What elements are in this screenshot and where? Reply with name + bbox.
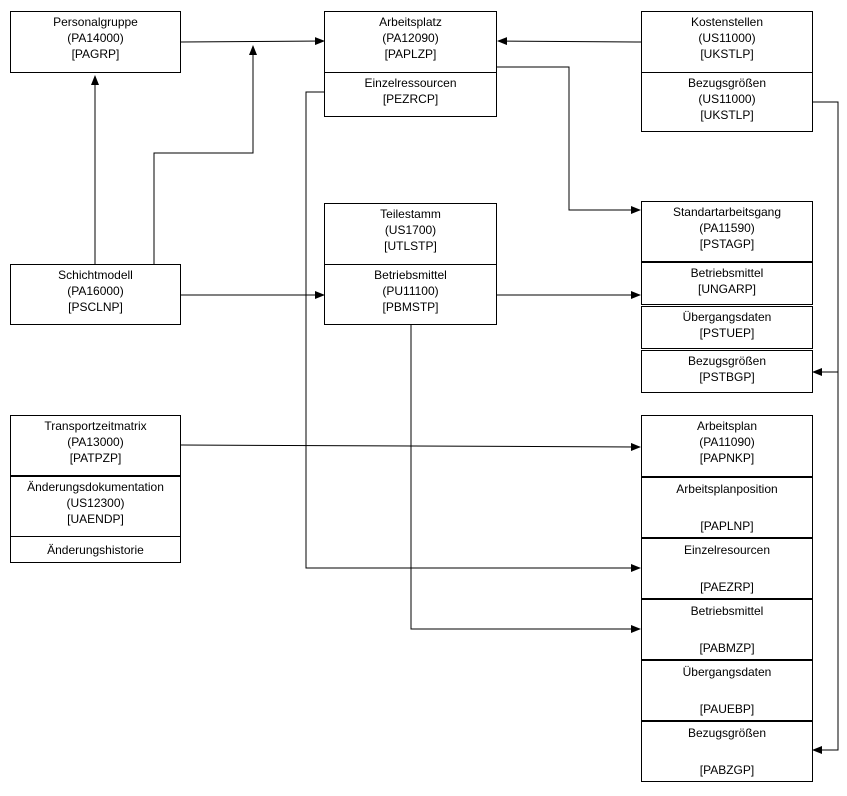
standardarbeitsgang-table: [PSTAGP] — [699, 237, 755, 251]
personalgruppe-table: [PAGRP] — [71, 47, 120, 61]
ap-betriebsmittel-name: Betriebsmittel — [690, 604, 764, 618]
aenderungsdokumentation-code: (US12300) — [66, 496, 125, 510]
transportzeitmatrix-table: [PATPZP] — [69, 451, 122, 465]
box-teilestamm: Teilestamm (US1700) [UTLSTP] — [324, 203, 497, 265]
einzelressourcen-name: Einzelressourcen — [364, 76, 457, 90]
box-kostenstellen: Kostenstellen (US11000) [UKSTLP] — [641, 11, 813, 73]
box-personalgruppe: Personalgruppe (PA14000) [PAGRP] — [10, 11, 181, 73]
arbeitsplatz-table: [PAPLZP] — [384, 47, 437, 61]
connector-arbeitsplatz-standardarbeitsgang — [497, 66, 641, 214]
ap-bezugsgroessen-name: Bezugsgrößen — [687, 726, 767, 740]
connector-kostenstellen-arbeitsplatz — [497, 37, 642, 46]
personalgruppe-code: (PA14000) — [67, 31, 124, 45]
teilestamm-name: Teilestamm — [380, 207, 441, 221]
ap-arbeitsplanposition-name: Arbeitsplanposition — [676, 482, 778, 496]
teilestamm-table: [UTLSTP] — [384, 239, 437, 253]
box-betriebsmittel-pu: Betriebsmittel (PU11100) [PBMSTP] — [324, 264, 497, 325]
connector-betriebsmittel-ap — [410, 325, 641, 633]
schichtmodell-table: [PSCLNP] — [68, 300, 123, 314]
connector-bezugsgroessen-ap — [812, 372, 839, 754]
arbeitsplatz-code: (PA12090) — [382, 31, 439, 45]
ap-arbeitsplanposition-table: [PAPLNP] — [700, 519, 754, 533]
aenderungshistorie-name: Änderungshistorie — [47, 542, 144, 557]
bezugsgroessen-ks-table: [UKSTLP] — [700, 108, 754, 122]
kostenstellen-table: [UKSTLP] — [700, 47, 754, 61]
bezugsgroessen-ks-name: Bezugsgrößen — [687, 76, 767, 90]
schichtmodell-code: (PA16000) — [67, 284, 124, 298]
connector-einzelressourcen-ap — [305, 91, 641, 572]
sag-bezugsgroessen-table: [PSTBGP] — [699, 370, 755, 384]
aenderungsdokumentation-name: Änderungsdokumentation — [27, 480, 164, 494]
ap-einzelresourcen-table: [PAEZRP] — [700, 580, 754, 594]
arbeitsplan-table: [PAPNKP] — [699, 451, 755, 465]
box-bezugsgroessen-ks: Bezugsgrößen (US11000) [UKSTLP] — [641, 72, 813, 132]
box-ap-arbeitsplanposition: Arbeitsplanposition [PAPLNP] — [641, 477, 813, 538]
arbeitsplatz-name: Arbeitsplatz — [379, 15, 442, 29]
sag-betriebsmittel-table: [UNGARP] — [697, 282, 756, 296]
betriebsmittel-pu-name: Betriebsmittel — [374, 268, 447, 282]
kostenstellen-name: Kostenstellen — [690, 15, 764, 29]
sag-uebergangsdaten-name: Übergangsdaten — [682, 310, 772, 324]
box-einzelressourcen: Einzelressourcen [PEZRCP] — [324, 72, 497, 117]
standardarbeitsgang-name: Standartarbeitsgang — [672, 205, 782, 219]
box-ap-betriebsmittel: Betriebsmittel [PABMZP] — [641, 599, 813, 660]
box-sag-uebergangsdaten: Übergangsdaten [PSTUEP] — [641, 306, 813, 349]
kostenstellen-code: (US11000) — [698, 31, 756, 45]
box-standardarbeitsgang: Standartarbeitsgang (PA11590) [PSTAGP] — [641, 201, 813, 262]
sag-betriebsmittel-name: Betriebsmittel — [690, 266, 764, 280]
connector-personalgruppe-arbeitsplatz — [180, 37, 325, 46]
box-ap-einzelresourcen: Einzelresourcen [PAEZRP] — [641, 538, 813, 599]
box-aenderungshistorie: Änderungshistorie — [10, 536, 181, 563]
ap-betriebsmittel-table: [PABMZP] — [699, 641, 755, 655]
box-transportzeitmatrix: Transportzeitmatrix (PA13000) [PATPZP] — [10, 415, 181, 476]
connector-schichtmodell-arbeitsplatz — [153, 45, 257, 264]
sag-uebergangsdaten-table: [PSTUEP] — [699, 326, 755, 340]
betriebsmittel-pu-table: [PBMSTP] — [382, 300, 439, 314]
betriebsmittel-pu-code: (PU11100) — [382, 284, 439, 298]
sag-bezugsgroessen-name: Bezugsgrößen — [687, 354, 767, 368]
teilestamm-code: (US1700) — [384, 223, 437, 237]
einzelressourcen-table: [PEZRCP] — [382, 92, 439, 106]
box-ap-bezugsgroessen: Bezugsgrößen [PABZGP] — [641, 721, 813, 782]
box-sag-betriebsmittel: Betriebsmittel [UNGARP] — [641, 262, 813, 305]
arbeitsplan-name: Arbeitsplan — [696, 419, 758, 433]
box-schichtmodell: Schichtmodell (PA16000) [PSCLNP] — [10, 264, 181, 325]
connector-bezugsgroessen-sag — [812, 101, 839, 376]
arbeitsplan-code: (PA11090) — [699, 435, 755, 449]
ap-uebergangsdaten-table: [PAUEBP] — [699, 702, 755, 716]
transportzeitmatrix-code: (PA13000) — [67, 435, 124, 449]
bezugsgroessen-ks-code: (US11000) — [698, 92, 756, 106]
box-aenderungsdokumentation: Änderungsdokumentation (US12300) [UAENDP… — [10, 476, 181, 537]
ap-einzelresourcen-name: Einzelresourcen — [683, 543, 771, 557]
box-arbeitsplan: Arbeitsplan (PA11090) [PAPNKP] — [641, 415, 813, 477]
personalgruppe-name: Personalgruppe — [53, 15, 138, 29]
ap-bezugsgroessen-table: [PABZGP] — [699, 763, 755, 777]
ap-uebergangsdaten-name: Übergangsdaten — [682, 665, 772, 679]
box-sag-bezugsgroessen: Bezugsgrößen [PSTBGP] — [641, 350, 813, 393]
schichtmodell-name: Schichtmodell — [58, 268, 133, 282]
standardarbeitsgang-code: (PA11590) — [699, 221, 755, 235]
box-arbeitsplatz: Arbeitsplatz (PA12090) [PAPLZP] — [324, 11, 497, 73]
box-ap-uebergangsdaten: Übergangsdaten [PAUEBP] — [641, 660, 813, 721]
transportzeitmatrix-name: Transportzeitmatrix — [44, 419, 147, 433]
aenderungsdokumentation-table: [UAENDP] — [67, 512, 124, 526]
